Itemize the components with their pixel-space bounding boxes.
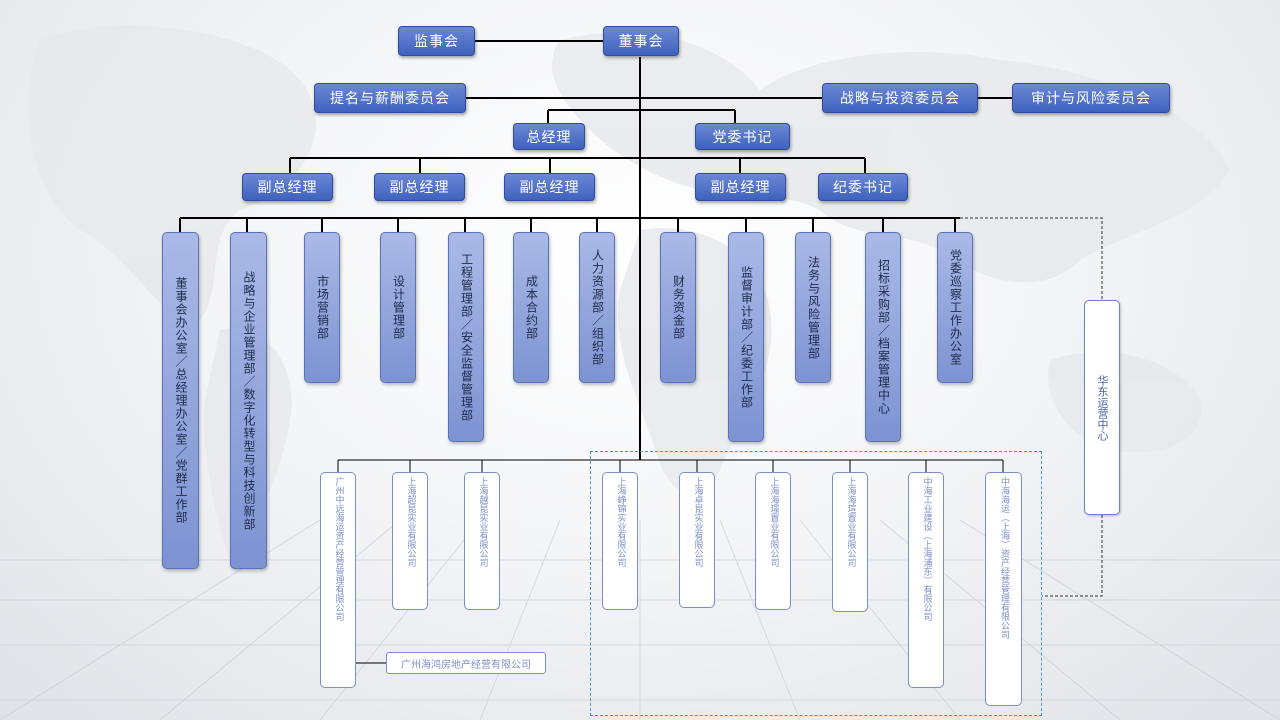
- subsidiary-box: 中海海运（上海）资产经营管理有限公司: [985, 472, 1022, 706]
- department-box: 人力资源部／组织部: [579, 232, 615, 383]
- deputy-gm-box-4: 副总经理: [695, 173, 786, 201]
- nomination-compensation-committee-box: 提名与薪酬委员会: [314, 83, 466, 113]
- supervisory-board-box: 监事会: [398, 26, 475, 56]
- department-box: 战略与企业管理部／数字化转型与科技创新部: [230, 232, 267, 569]
- department-box: 设计管理部: [380, 232, 416, 383]
- department-box: 财务资金部: [660, 232, 696, 383]
- department-box: 法务与风险管理部: [795, 232, 831, 383]
- department-box: 党委巡察工作办公室: [937, 232, 973, 383]
- department-box: 市场营销部: [304, 232, 340, 383]
- department-box: 监督审计部／纪委工作部: [728, 232, 764, 442]
- deputy-gm-box-3: 副总经理: [504, 173, 595, 201]
- department-box: 招标采购部／档案管理中心: [865, 232, 901, 442]
- east-center-subsidiaries-frame: [590, 451, 1042, 716]
- subsidiary-box: 上海海瑄置业有限公司: [832, 472, 868, 612]
- discipline-secretary-box: 纪委书记: [818, 173, 908, 201]
- party-secretary-box: 党委书记: [695, 123, 790, 150]
- subsidiary-box: 上海越昆实业有限公司: [464, 472, 500, 610]
- department-box: 工程管理部／安全监督管理部: [448, 232, 484, 442]
- sub-subsidiary-box: 广州海鸿房地产经营有限公司: [386, 652, 546, 674]
- subsidiary-box: 中海工业建设（上海浦东）有限公司: [908, 472, 944, 688]
- east-china-operation-center-box: 华东运营中心: [1084, 300, 1120, 515]
- subsidiary-box: 上海峥锦实业有限公司: [602, 472, 638, 610]
- subsidiary-box: 广州中远海运资产经营管理有限公司: [320, 472, 356, 688]
- department-box: 成本合约部: [513, 232, 549, 383]
- general-manager-box: 总经理: [513, 123, 585, 150]
- strategy-investment-committee-box: 战略与投资委员会: [822, 83, 978, 113]
- subsidiary-box: 上海卓昆实业有限公司: [679, 472, 715, 608]
- subsidiary-box: 上海海璟置业有限公司: [755, 472, 791, 610]
- deputy-gm-box-2: 副总经理: [374, 173, 465, 201]
- subsidiary-box: 上海超昆实业有限公司: [392, 472, 428, 610]
- department-box: 董事会办公室／总经理办公室／党群工作部: [162, 232, 199, 569]
- deputy-gm-box-1: 副总经理: [242, 173, 333, 201]
- board-of-directors-box: 董事会: [603, 26, 679, 56]
- audit-risk-committee-box: 审计与风险委员会: [1012, 83, 1170, 113]
